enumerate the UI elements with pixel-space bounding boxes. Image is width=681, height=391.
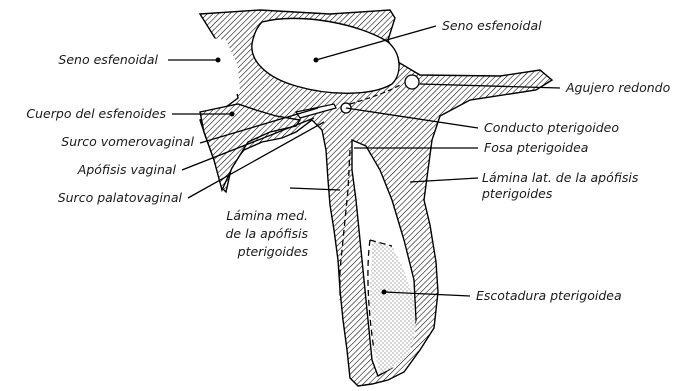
- label-lamina-lat-2: pterigoides: [481, 186, 553, 201]
- label-fosa-pterigoidea: Fosa pterigoidea: [484, 140, 588, 155]
- label-cuerpo-esfenoides: Cuerpo del esfenoides: [26, 106, 166, 121]
- label-seno-esfenoidal-right: Seno esfenoidal: [442, 18, 542, 33]
- label-lamina-med-3: pterigoides: [237, 244, 309, 259]
- label-apofisis-vaginal: Apófisis vaginal: [77, 162, 177, 177]
- label-surco-vomerovaginal: Surco vomerovaginal: [61, 134, 194, 149]
- label-lamina-med-2: de la apófisis: [225, 226, 308, 241]
- label-agujero-redondo: Agujero redondo: [565, 80, 671, 95]
- label-conducto-pterigoideo: Conducto pterigoideo: [484, 120, 619, 135]
- label-escotadura-pterigoidea: Escotadura pterigoidea: [476, 288, 622, 303]
- label-lamina-med-1: Lámina med.: [226, 208, 308, 223]
- label-surco-palatovaginal: Surco palatovaginal: [58, 190, 183, 205]
- label-seno-esfenoidal-left: Seno esfenoidal: [58, 52, 158, 67]
- label-lamina-lat-1: Lámina lat. de la apófisis: [482, 170, 639, 185]
- foramen-rotundum: [405, 75, 419, 89]
